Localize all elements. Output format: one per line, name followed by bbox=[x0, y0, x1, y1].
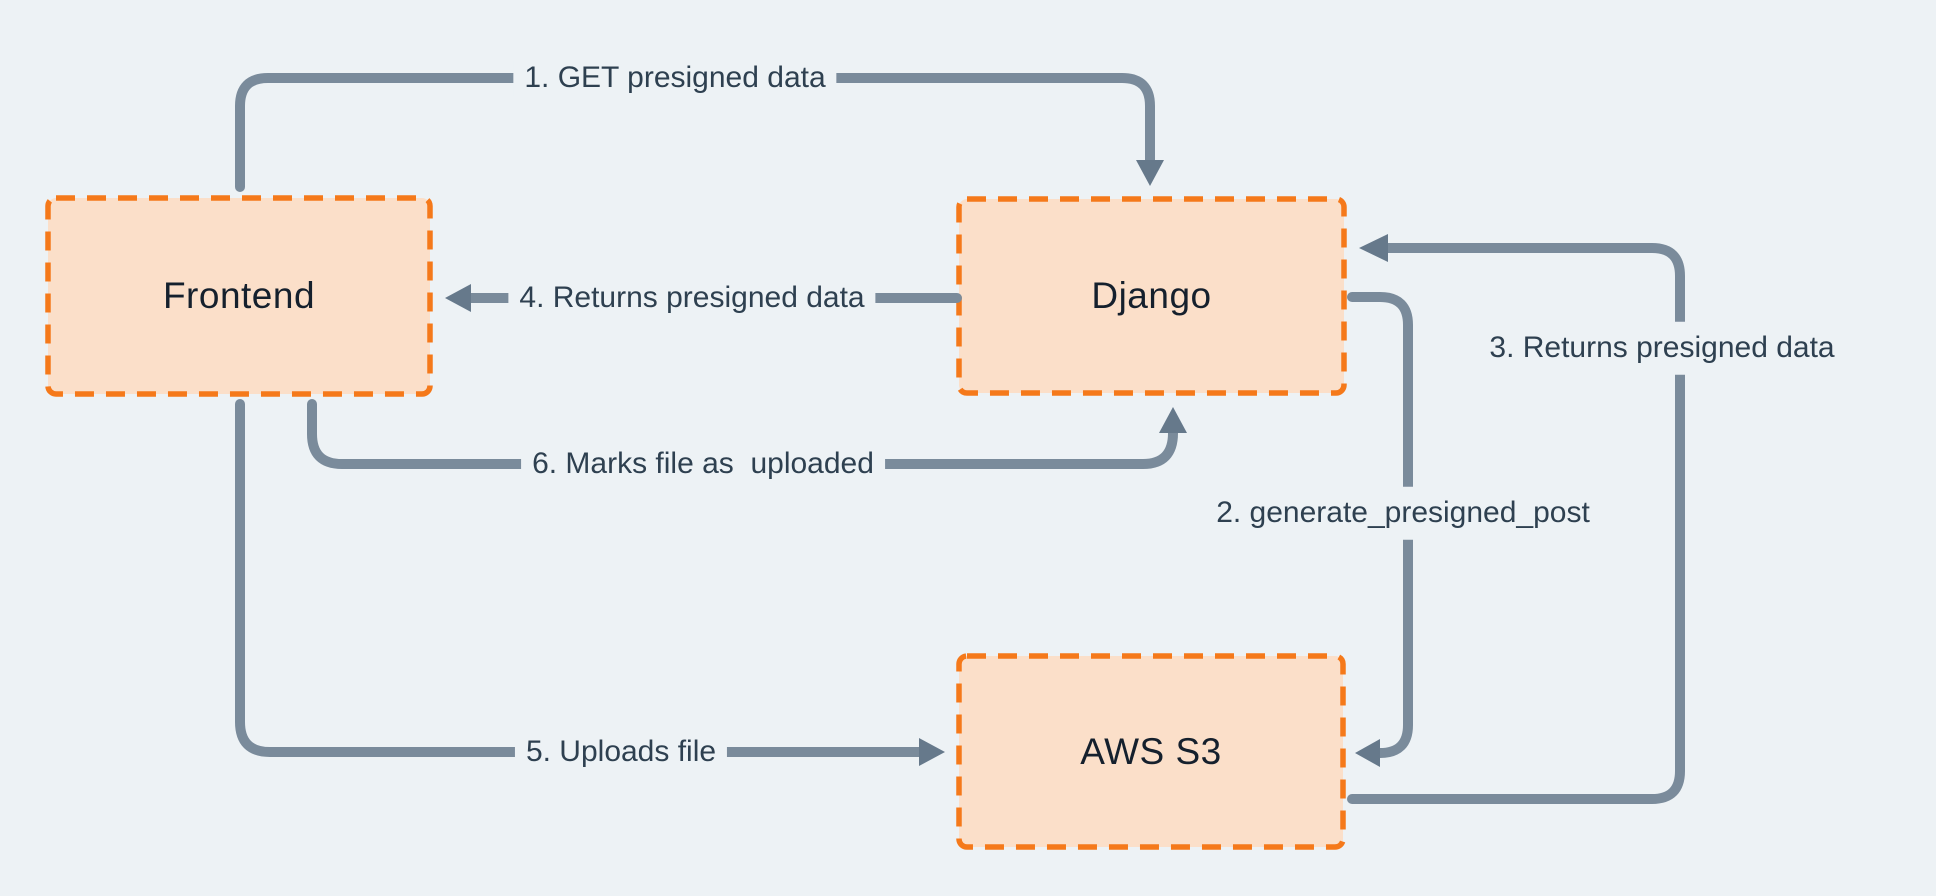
arrow-2-line bbox=[1347, 292, 1413, 758]
arrow-6-arrowhead-icon bbox=[1159, 407, 1187, 433]
arrow-3-line bbox=[1347, 243, 1685, 804]
arrow-6-line bbox=[307, 399, 1178, 469]
arrow-4-arrowhead-icon bbox=[445, 284, 471, 312]
edge-label-5-uploads-file: 5. Uploads file bbox=[514, 734, 728, 770]
edge-label-6-marks-file-as-uploaded: 6. Marks file as uploaded bbox=[521, 446, 885, 482]
edge-label-1-get-presigned-data: 1. GET presigned data bbox=[513, 60, 837, 96]
node-frontend-outline bbox=[45, 195, 433, 397]
edge-label-3-returns-presigned-data: 3. Returns presigned data bbox=[1486, 321, 1838, 375]
edge-label-2-generate-presigned-post: 2. generate_presigned_post bbox=[1213, 486, 1593, 540]
edge-label-4-returns-presigned-data: 4. Returns presigned data bbox=[508, 280, 876, 316]
arrow-1-arrowhead-icon bbox=[1136, 160, 1164, 186]
arrow-5-arrowhead-icon bbox=[919, 738, 945, 766]
arrow-3-arrowhead-icon bbox=[1359, 234, 1388, 262]
arrow-2-arrowhead-icon bbox=[1355, 739, 1380, 767]
node-django-outline bbox=[956, 196, 1347, 396]
arrow-5-line bbox=[235, 399, 925, 757]
node-aws-s3-outline bbox=[956, 653, 1346, 850]
